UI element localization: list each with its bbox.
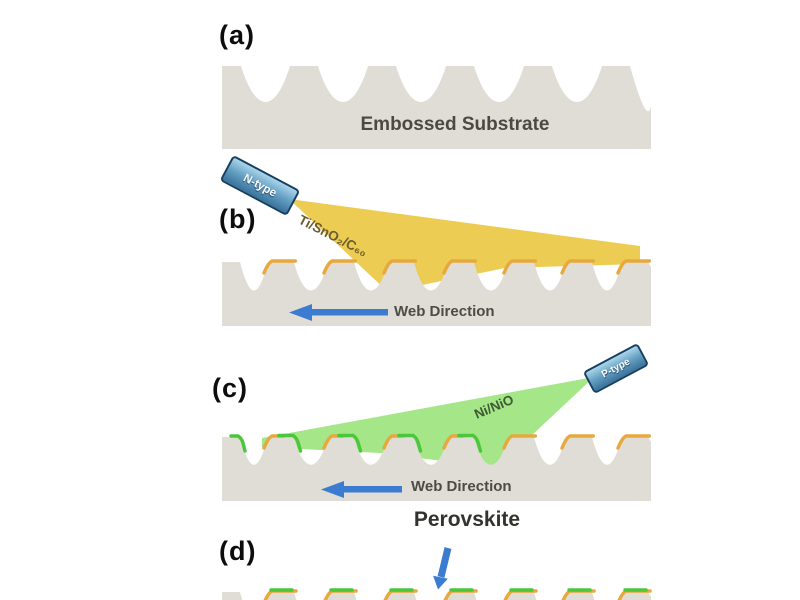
n-type-beam [289, 199, 640, 292]
caps-d [263, 588, 652, 600]
n-type-source-label: N-type [241, 171, 279, 200]
deposited-layer-cap [277, 433, 303, 453]
embossed-substrate-a [222, 66, 651, 149]
deposited-layer-cap [502, 434, 537, 450]
caps-c [229, 433, 651, 453]
deposited-layer-cap [322, 434, 346, 450]
panel-c-label: (c) [212, 373, 248, 403]
deposited-layer-cap [502, 259, 537, 275]
deposited-layer-cap [616, 434, 651, 450]
panel-d-label: (d) [219, 536, 257, 566]
embossed-substrate-d [222, 592, 651, 600]
web-direction-arrow-b [289, 304, 388, 321]
deposited-layer-cap [322, 259, 357, 275]
deposited-layer-cap [262, 259, 297, 275]
perovskite-arrow-icon [433, 547, 452, 590]
deposited-layer-cap [457, 433, 483, 453]
deposited-layer-cap [616, 259, 651, 275]
deposited-layer-cap [560, 434, 595, 450]
p-type-beam [262, 377, 594, 468]
n-type-caps-b [262, 259, 651, 275]
deposited-layer-cap [560, 259, 595, 275]
panel-b-label: (b) [219, 204, 257, 234]
deposited-layer-cap [442, 259, 477, 275]
panel-a-label: (a) [219, 20, 255, 50]
deposited-layer-cap [229, 434, 247, 453]
web-direction-arrow-c [321, 481, 402, 498]
embossed-substrate-caption: Embossed Substrate [360, 114, 550, 135]
web-direction-label-c: Web Direction [411, 478, 512, 495]
deposited-layer-cap [382, 259, 417, 275]
web-direction-label-b: Web Direction [394, 303, 495, 320]
deposited-layer-cap [397, 433, 423, 453]
deposited-layer-cap [262, 434, 286, 450]
deposited-layer-cap [382, 434, 406, 450]
deposited-layer-cap [337, 433, 363, 453]
perovskite-caption: Perovskite [413, 508, 521, 531]
embossed-substrate-c [222, 437, 651, 501]
deposited-layer-cap [442, 434, 466, 450]
